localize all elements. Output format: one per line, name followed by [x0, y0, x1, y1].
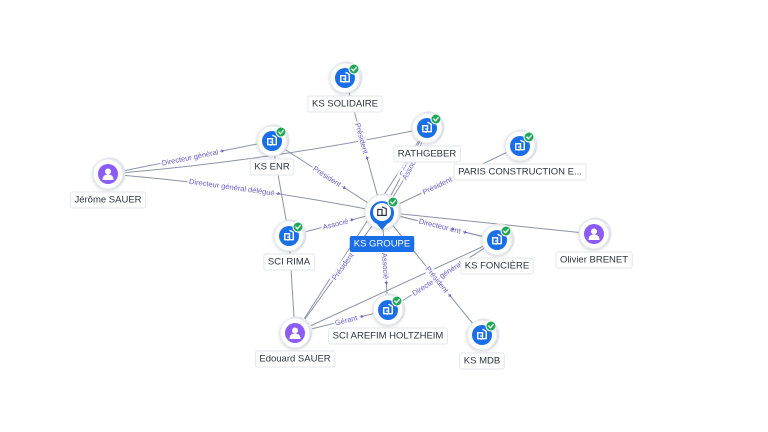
edge-arrow-icon — [464, 230, 468, 234]
node-label-box: Olivier BRENET — [555, 251, 633, 269]
building-icon — [335, 68, 355, 88]
node-ks_solidaire[interactable]: KS SOLIDAIRE — [307, 61, 383, 113]
node-label: Olivier BRENET — [560, 255, 628, 266]
node-label-box: KS ENR — [249, 158, 295, 176]
node-rathgeber[interactable]: RATHGEBER — [393, 111, 461, 163]
edge-label-group: Président — [309, 163, 347, 191]
node-label: KS FONCIÈRE — [465, 261, 529, 272]
node-label: SCI AREFIM HOLTZHEIM — [333, 331, 444, 342]
building-icon — [417, 118, 437, 138]
node-label-box: RATHGEBER — [393, 145, 461, 163]
edge-label-group: Associé — [320, 215, 355, 233]
node-label: Edouard SAUER — [259, 354, 330, 365]
edge-label: Président — [311, 164, 343, 189]
person-icon — [285, 323, 305, 343]
edge-label: Directeur général — [161, 147, 220, 167]
node-label: KS MDB — [464, 356, 500, 367]
node-label: KS GROUPE — [354, 239, 411, 250]
node-label-box: SCI RIMA — [263, 253, 316, 271]
node-label-box: PARIS CONSTRUCTION E... — [453, 163, 587, 181]
edge-label-group: Directeur général délégué — [186, 176, 281, 198]
node-ks_mdb[interactable]: KS MDB — [459, 318, 505, 370]
node-olivier_brenet[interactable]: Olivier BRENET — [555, 217, 633, 269]
node-label-box: KS SOLIDAIRE — [307, 95, 383, 113]
node-sci_arefim[interactable]: SCI AREFIM HOLTZHEIM — [328, 293, 448, 345]
edge-label-group: Directeur général — [159, 147, 225, 168]
node-label: Jérôme SAUER — [74, 195, 141, 206]
node-ks_fonciere[interactable]: KS FONCIÈRE — [460, 223, 534, 275]
edge-arrow-icon — [342, 185, 347, 189]
node-label: KS SOLIDAIRE — [312, 99, 378, 110]
nodes-layer: KS GROUPE KS SOLIDAIRE KS ENR RATHGEBERPARI… — [69, 61, 633, 370]
edge-label-group: Associé — [379, 251, 391, 285]
verified-check-icon — [348, 63, 360, 75]
edge-edouard_sauer-ks_fonciere — [294, 239, 498, 334]
verified-check-icon — [485, 320, 497, 332]
edge-arrow-icon — [221, 149, 225, 153]
building-icon — [510, 136, 530, 156]
node-label-box: Jérôme SAUER — [69, 191, 147, 209]
edge-label: Président — [421, 174, 454, 196]
edge-label-group: Président — [352, 120, 371, 161]
building-icon — [370, 201, 394, 230]
verified-check-icon — [387, 196, 399, 208]
node-ks_groupe[interactable]: KS GROUPE — [349, 193, 415, 252]
verified-check-icon — [391, 295, 403, 307]
edge-olivier_brenet-ks_groupe — [381, 211, 595, 235]
node-label-box: SCI AREFIM HOLTZHEIM — [328, 327, 448, 345]
verified-check-icon — [523, 131, 535, 143]
node-label-box: KS MDB — [459, 352, 505, 370]
node-ks_enr[interactable]: KS ENR — [249, 124, 295, 176]
building-icon — [262, 131, 282, 151]
node-label-box: KS GROUPE — [349, 236, 415, 252]
node-label-box: KS FONCIÈRE — [460, 257, 534, 275]
edge-arrow-icon — [365, 156, 369, 161]
verified-check-icon — [275, 126, 287, 138]
node-paris_construction[interactable]: PARIS CONSTRUCTION E... — [453, 129, 587, 181]
edge-arrow-icon — [360, 314, 364, 319]
person-icon — [584, 224, 604, 244]
verified-check-icon — [292, 221, 304, 233]
edge-arrow-icon — [350, 218, 355, 222]
building-icon — [472, 325, 492, 345]
edge-arrow-icon — [277, 191, 281, 196]
node-sci_rima[interactable]: SCI RIMA — [263, 219, 316, 271]
edge-arrow-icon — [448, 293, 452, 298]
node-label: PARIS CONSTRUCTION E... — [458, 167, 582, 178]
building-icon — [378, 300, 398, 320]
edge-label: Associé — [322, 216, 350, 231]
edge-label: Associé — [380, 253, 391, 280]
edge-arrow-icon — [451, 227, 455, 231]
node-label: KS ENR — [254, 162, 290, 173]
edge-label: Directeur général délégué — [188, 177, 275, 198]
person-icon — [98, 164, 118, 184]
node-edouard_sauer[interactable]: Edouard SAUER — [254, 316, 336, 368]
node-label: RATHGEBER — [398, 149, 457, 160]
verified-check-icon — [500, 225, 512, 237]
edge-label: Gérant — [334, 313, 359, 327]
edge-arrow-icon — [384, 281, 389, 285]
building-icon — [279, 226, 299, 246]
node-label: SCI RIMA — [268, 257, 311, 268]
building-icon — [487, 230, 507, 250]
node-jerome_sauer[interactable]: Jérôme SAUER — [69, 157, 147, 209]
edge-label: Président — [330, 250, 356, 282]
verified-check-icon — [430, 113, 442, 125]
edges-layer — [107, 77, 595, 336]
edge-label: Président — [353, 122, 370, 156]
node-label-box: Edouard SAUER — [254, 350, 336, 368]
